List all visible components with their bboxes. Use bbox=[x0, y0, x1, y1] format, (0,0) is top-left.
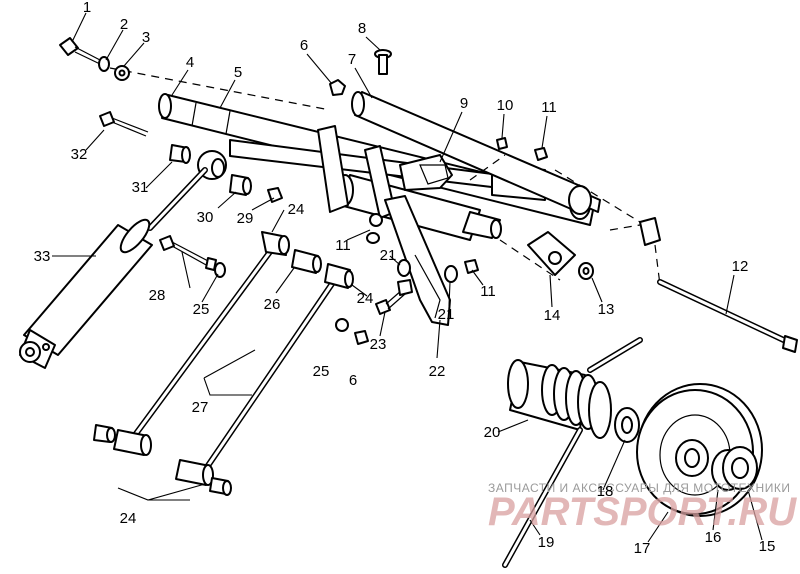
callout-11-right: 11 bbox=[480, 283, 496, 300]
callout-26: 26 bbox=[264, 296, 281, 313]
callout-20: 20 bbox=[484, 424, 501, 441]
bearing-15 bbox=[722, 446, 758, 490]
nut-6-center bbox=[354, 330, 369, 345]
callout-24-a: 24 bbox=[288, 201, 305, 218]
callout-4: 4 bbox=[186, 54, 194, 71]
bushing-26 bbox=[291, 249, 322, 274]
nut-11-right bbox=[464, 259, 479, 274]
spring-housing-20 bbox=[507, 359, 612, 439]
callout-21-a: 21 bbox=[380, 247, 397, 264]
callout-2: 2 bbox=[120, 16, 128, 33]
bolt-23 bbox=[375, 279, 413, 315]
callout-8: 8 bbox=[358, 20, 366, 37]
callout-13: 13 bbox=[598, 301, 615, 318]
callout-11-top: 11 bbox=[541, 99, 557, 116]
spring-arm-19 bbox=[502, 427, 583, 568]
end-plate bbox=[527, 231, 576, 276]
bushing-31 bbox=[169, 144, 191, 164]
watermark-logo: PARTSPORT.RU bbox=[488, 490, 797, 534]
nut-6-top bbox=[329, 79, 346, 96]
bushing-24-a bbox=[93, 424, 152, 456]
washer-13 bbox=[578, 262, 594, 280]
callout-6-center: 6 bbox=[349, 372, 357, 389]
callout-11-center: 11 bbox=[335, 237, 351, 254]
alignment-lines bbox=[109, 67, 661, 286]
nut-10 bbox=[496, 137, 508, 150]
callout-29: 29 bbox=[237, 210, 254, 227]
callout-30: 30 bbox=[197, 209, 214, 226]
leader-lines bbox=[52, 12, 763, 543]
axle-tube-right bbox=[351, 91, 592, 215]
callout-labels: 1 2 3 4 5 6 7 8 9 10 11 12 13 14 15 16 1… bbox=[34, 0, 776, 557]
nut-11-top bbox=[534, 147, 548, 161]
callout-15: 15 bbox=[759, 538, 776, 555]
callout-17: 17 bbox=[634, 540, 651, 557]
callout-5: 5 bbox=[234, 64, 242, 81]
callout-24-b: 24 bbox=[357, 290, 374, 307]
torque-arm-upper bbox=[132, 231, 290, 438]
callout-25-center: 25 bbox=[313, 363, 330, 380]
callout-14: 14 bbox=[544, 307, 561, 324]
callout-7: 7 bbox=[348, 51, 356, 68]
bushing-24-b bbox=[175, 459, 232, 496]
bolt-32 bbox=[99, 111, 149, 137]
right-bracket bbox=[639, 217, 661, 246]
callout-12: 12 bbox=[732, 258, 749, 275]
callout-32: 32 bbox=[71, 146, 88, 163]
bushing-30 bbox=[229, 174, 252, 196]
washer-11-center bbox=[366, 213, 383, 244]
callout-24-c: 24 bbox=[120, 510, 137, 527]
callout-9: 9 bbox=[460, 95, 468, 112]
callout-3: 3 bbox=[142, 29, 150, 46]
callout-16: 16 bbox=[705, 529, 722, 546]
callout-25-left: 25 bbox=[193, 301, 210, 318]
arm-bracket bbox=[384, 195, 451, 326]
bolt-8 bbox=[374, 49, 392, 75]
callout-19: 19 bbox=[538, 534, 555, 551]
bolt-28 bbox=[159, 235, 217, 271]
washer-21-b bbox=[444, 265, 458, 283]
callout-33: 33 bbox=[34, 248, 51, 265]
callout-6-top: 6 bbox=[300, 37, 308, 54]
callout-21-b: 21 bbox=[438, 306, 455, 323]
callout-27: 27 bbox=[192, 399, 209, 416]
washer-21-a bbox=[397, 259, 411, 277]
callout-10: 10 bbox=[497, 97, 514, 114]
washer-25-left bbox=[214, 262, 226, 278]
callout-23: 23 bbox=[370, 336, 387, 353]
callout-22: 22 bbox=[429, 363, 446, 380]
washer-18 bbox=[614, 407, 640, 443]
nut-29 bbox=[267, 187, 283, 203]
callout-28: 28 bbox=[149, 287, 166, 304]
bolt-12 bbox=[657, 279, 798, 353]
bolt-1 bbox=[59, 37, 130, 81]
washer-25-center bbox=[335, 318, 349, 332]
shock-absorber bbox=[19, 167, 208, 369]
spring-arm-upper bbox=[587, 337, 643, 373]
callout-1: 1 bbox=[83, 0, 91, 16]
torque-arm-lower bbox=[202, 263, 354, 473]
callout-18: 18 bbox=[597, 483, 614, 500]
callout-31: 31 bbox=[132, 179, 149, 196]
watermark: ЗАПЧАСТИ И АКСЕССУАРЫ ДЛЯ МОТОТЕХНИКИ PA… bbox=[488, 481, 797, 534]
watermark-tagline: ЗАПЧАСТИ И АКСЕССУАРЫ ДЛЯ МОТОТЕХНИКИ bbox=[488, 481, 790, 495]
